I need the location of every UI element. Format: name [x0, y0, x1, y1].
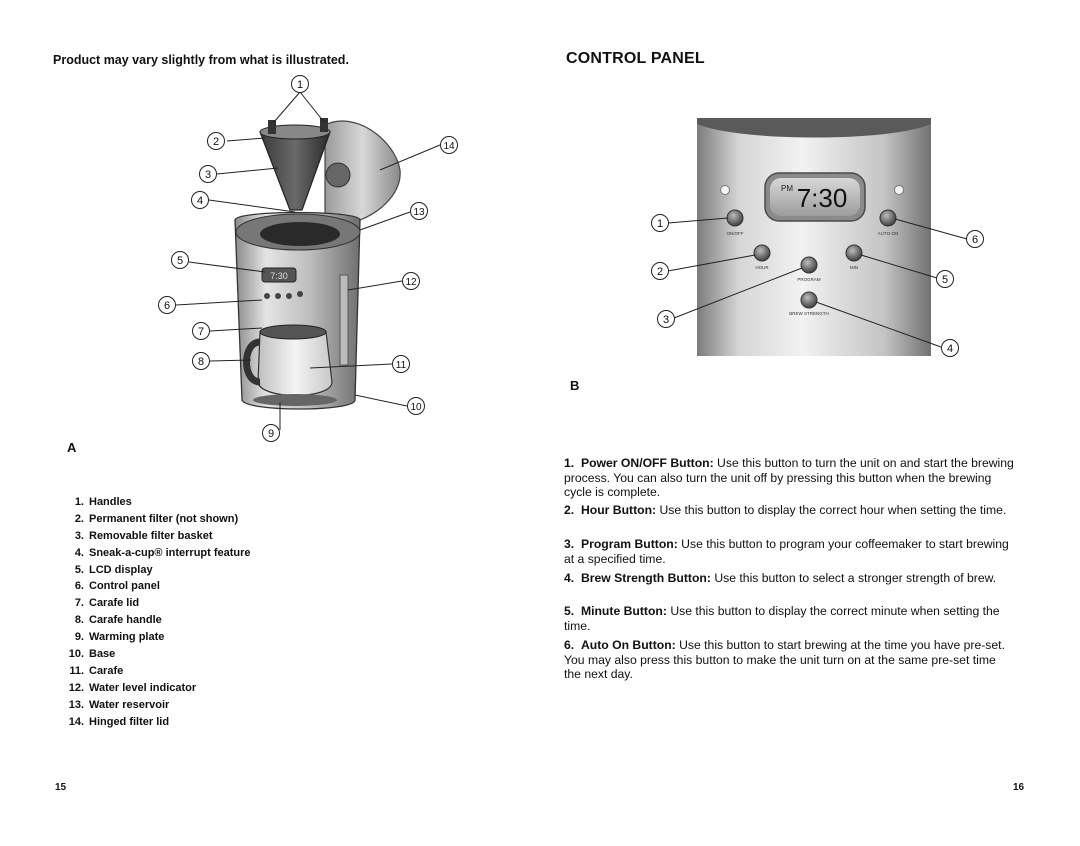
auto-on-label: AUTO-ON: [878, 231, 899, 236]
min-button[interactable]: [845, 244, 863, 262]
parts-list: 1.Handles 2.Permanent filter (not shown)…: [54, 494, 251, 730]
description-item: 3. Program Button: Use this button to pr…: [564, 537, 1009, 566]
filter-basket-rim: [259, 124, 331, 140]
hinged-filter-lid: [324, 120, 401, 221]
control-button: [297, 291, 303, 297]
list-item: 14.Hinged filter lid: [68, 715, 170, 728]
callout-7: 7: [198, 326, 204, 338]
filter-handle-right: [320, 118, 328, 132]
warming-plate: [253, 394, 337, 406]
callout-10: 10: [410, 402, 422, 413]
callout-13: 13: [413, 207, 425, 218]
panel-callout-3: 3: [663, 314, 669, 326]
figure-label-b: B: [570, 378, 580, 393]
pm-indicator: PM: [781, 184, 793, 193]
lcd-time: 7:30: [797, 183, 848, 213]
callout-8: 8: [198, 356, 204, 368]
control-panel: [697, 124, 931, 356]
program-button[interactable]: [800, 256, 818, 274]
description-item: 4. Brew Strength Button: Use this button…: [564, 571, 997, 585]
callout-4: 4: [197, 195, 203, 207]
list-item: 9.Warming plate: [74, 631, 165, 644]
page-number-right: 16: [1013, 782, 1025, 793]
description-item: 5. Minute Button: Use this button to dis…: [564, 604, 1000, 633]
list-item: 4.Sneak-a-cup® interrupt feature: [74, 546, 251, 559]
lcd-text: 7:30: [270, 271, 288, 281]
page-number-left: 15: [55, 782, 67, 793]
hour-button[interactable]: [753, 244, 771, 262]
water-level-indicator: [339, 274, 349, 366]
filter-handle-left: [268, 120, 276, 134]
program-label: PROGRAM: [797, 277, 821, 282]
control-button: [275, 293, 281, 299]
indicator-light: [720, 185, 730, 195]
list-item: 12.Water level indicator: [68, 681, 197, 694]
callout-14: 14: [443, 141, 455, 152]
illustration-note: Product may vary slightly from what is i…: [53, 53, 349, 67]
page-title: CONTROL PANEL: [566, 50, 705, 67]
list-item: 7.Carafe lid: [74, 597, 140, 610]
min-label: MIN: [850, 265, 858, 270]
callout-5: 5: [177, 255, 183, 267]
callout-12: 12: [405, 277, 417, 288]
control-panel-illustration: PM 7:30 ON/OFF AUTO-ON HOUR MIN PROGRAM …: [651, 118, 984, 357]
figure-label-a: A: [67, 440, 77, 455]
filter-basket: [259, 131, 331, 211]
carafe-lid: [259, 324, 327, 340]
carafe-handle: [243, 338, 261, 386]
water-reservoir: [260, 222, 340, 246]
list-item: 13.Water reservoir: [68, 698, 170, 711]
brew-strength-label: BREW STRENGTH: [789, 311, 829, 316]
description-item: 2. Hour Button: Use this button to displ…: [564, 503, 1007, 517]
list-item: 10.Base: [68, 648, 116, 661]
list-item: 1.Handles: [74, 496, 132, 508]
brew-strength-button[interactable]: [800, 291, 818, 309]
lid-detail: [325, 162, 351, 188]
panel-callout-2: 2: [657, 266, 663, 278]
control-button: [286, 293, 292, 299]
callout-1: 1: [297, 79, 303, 91]
callout-3: 3: [205, 169, 211, 181]
hour-label: HOUR: [755, 265, 769, 270]
list-item: 6.Control panel: [74, 580, 160, 593]
lcd-display: [261, 267, 297, 283]
description-item: 6. Auto On Button: Use this button to st…: [564, 638, 1005, 682]
callout-6: 6: [164, 300, 170, 312]
callout-11: 11: [396, 360, 407, 371]
list-item: 5.LCD display: [74, 563, 153, 576]
indicator-light: [894, 185, 904, 195]
coffeemaker-illustration: 7:30 1 2 3 4 5 6 7: [158, 75, 458, 442]
on-off-button[interactable]: [726, 209, 744, 227]
auto-on-button[interactable]: [879, 209, 897, 227]
list-item: 3.Removable filter basket: [74, 529, 213, 542]
list-item: 11.Carafe: [69, 664, 124, 677]
description-item: 1. Power ON/OFF Button: Use this button …: [564, 456, 1014, 500]
callout-2: 2: [213, 136, 219, 148]
panel-callout-1: 1: [657, 218, 663, 230]
callout-9: 9: [268, 428, 274, 440]
panel-callout-5: 5: [942, 274, 948, 286]
list-item: 2.Permanent filter (not shown): [74, 512, 239, 525]
panel-callout-6: 6: [972, 234, 978, 246]
lcd-display: [770, 178, 860, 216]
control-button: [264, 293, 270, 299]
list-item: 8.Carafe handle: [74, 614, 162, 627]
panel-callout-4: 4: [947, 343, 953, 355]
on-off-label: ON/OFF: [727, 231, 744, 236]
